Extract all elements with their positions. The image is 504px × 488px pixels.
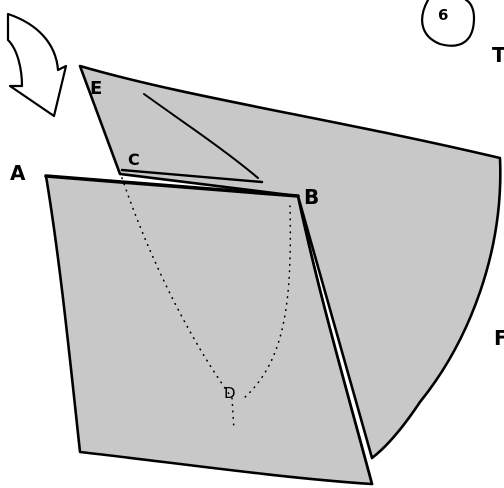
flap-crease bbox=[143, 93, 259, 179]
cut-label-t: T bbox=[492, 43, 504, 67]
cut-label-f: F bbox=[494, 326, 504, 350]
step-number-circle: 6 bbox=[421, 0, 476, 47]
step-number: 6 bbox=[438, 6, 448, 24]
top-fold-edge bbox=[44, 174, 300, 198]
back-flap bbox=[78, 64, 502, 460]
label-a: A bbox=[10, 161, 26, 185]
label-b: B bbox=[304, 185, 319, 209]
curved-down-arrow-icon bbox=[6, 12, 68, 118]
dotted-guide-left bbox=[121, 177, 235, 431]
right-fold-edge bbox=[296, 194, 374, 486]
label-e: E bbox=[90, 78, 102, 99]
label-d: D bbox=[224, 384, 236, 402]
label-c: C bbox=[128, 150, 140, 169]
c-edge bbox=[120, 168, 264, 184]
dotted-guide-right bbox=[243, 205, 292, 399]
